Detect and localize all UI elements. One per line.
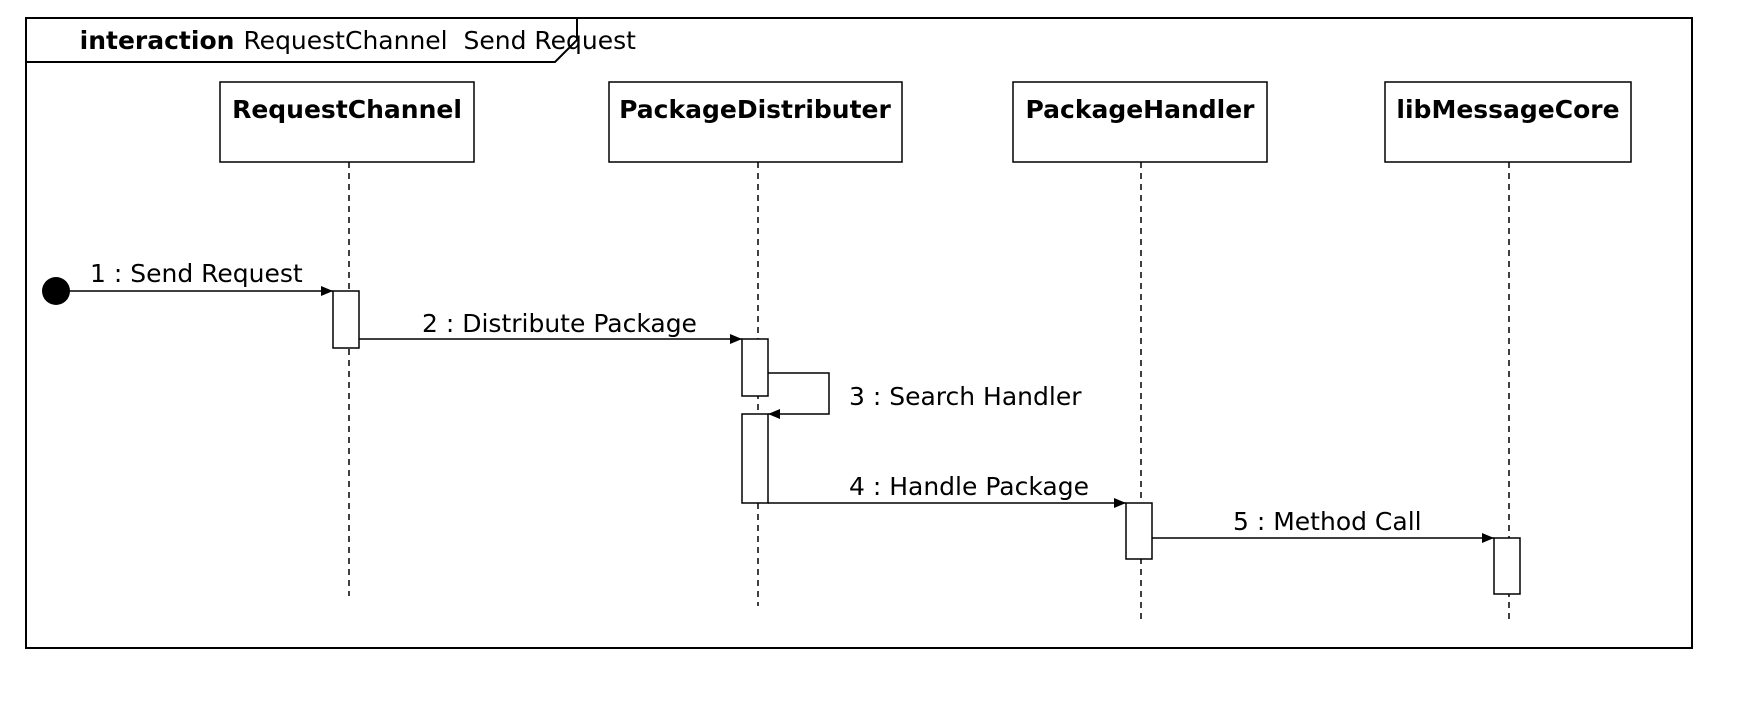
message-label-handle-package: 4 : Handle Package: [849, 472, 1089, 501]
lifeline-package-handler: PackageHandler: [1012, 81, 1268, 620]
lifeline-title-package-handler: PackageHandler: [1025, 95, 1255, 124]
message-distribute-package: 2 : Distribute Package: [359, 309, 742, 344]
lifeline-head-request-channel: [219, 81, 475, 163]
activation-bar-request-channel: [332, 290, 360, 349]
message-label-send-request: 1 : Send Request: [90, 259, 303, 288]
lifeline-head-lib-message-core: [1384, 81, 1632, 163]
lifeline-title-package-distributer: PackageDistributer: [619, 95, 891, 124]
frame-keyword: interaction: [80, 26, 235, 55]
frame-label-tab: [26, 18, 578, 63]
message-label-search-handler: 3 : Search Handler: [849, 382, 1082, 411]
message-label-distribute-package: 2 : Distribute Package: [422, 309, 697, 338]
activation-bar-package-distributer-1: [741, 338, 769, 397]
activation-bar-lib-message-core: [1493, 537, 1521, 595]
lifeline-request-channel: RequestChannel: [219, 81, 475, 596]
frame-label: interaction RequestChannel Send Request: [24, 26, 676, 55]
lifeline-lib-message-core: libMessageCore: [1384, 81, 1632, 620]
activation-bar-package-distributer-2: [741, 413, 769, 504]
lifeline-title-request-channel: RequestChannel: [232, 95, 462, 124]
activation-bar-package-handler: [1125, 502, 1153, 560]
message-method-call: 5 : Method Call: [1152, 507, 1494, 543]
lifeline-head-package-distributer: [608, 81, 903, 163]
lifeline-head-package-handler: [1012, 81, 1268, 163]
message-label-method-call: 5 : Method Call: [1233, 507, 1422, 536]
message-arrow-search-handler: [768, 372, 830, 419]
frame-name: RequestChannel Send Request: [243, 26, 636, 55]
lifeline-title-lib-message-core: libMessageCore: [1396, 95, 1619, 124]
message-send-request: 1 : Send Request: [42, 259, 333, 305]
message-handle-package: 4 : Handle Package: [768, 472, 1126, 508]
message-search-handler: 3 : Search Handler: [768, 372, 1082, 419]
